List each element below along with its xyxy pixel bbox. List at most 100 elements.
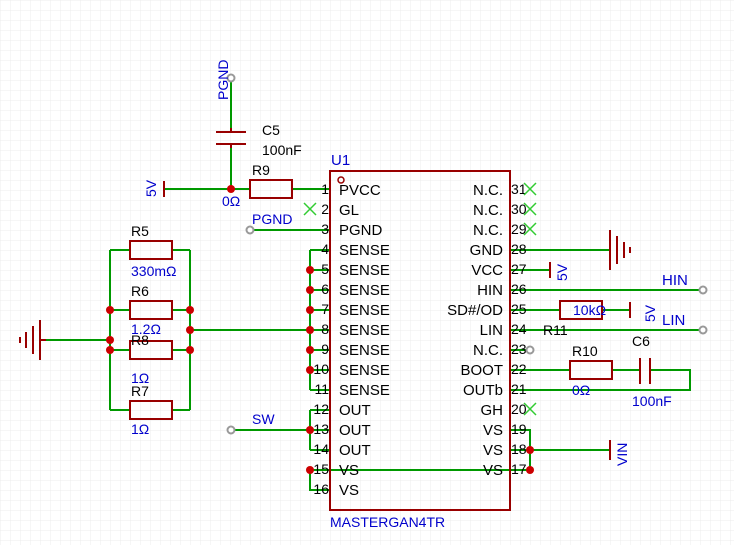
power-flag-5v-vcc: 5V <box>549 262 570 281</box>
power-flag-vin: VIN <box>609 440 630 466</box>
pin-number-left: 13 <box>313 421 329 437</box>
nc-mark-pin20 <box>523 402 537 416</box>
pin-name-left: SENSE <box>339 282 390 299</box>
chip-body <box>329 170 511 511</box>
pin-number-left: 1 <box>321 181 329 197</box>
r8-ref: R8 <box>131 332 149 348</box>
5v-vcc-label: 5V <box>554 263 570 281</box>
hin-net-label: HIN <box>662 272 688 289</box>
capacitor-c5[interactable]: C5 100nF <box>216 122 302 158</box>
pin-number-left: 15 <box>313 461 329 477</box>
resistor-r7[interactable]: R7 1Ω <box>129 383 173 437</box>
pin-number-left: 3 <box>321 221 329 237</box>
sw-net-label: SW <box>252 411 275 427</box>
pin-name-right: BOOT <box>460 362 503 379</box>
pin-number-left: 6 <box>321 281 329 297</box>
pin-name-left: OUT <box>339 402 371 419</box>
resistor-r6[interactable]: R6 1.2Ω <box>129 283 173 337</box>
pin-name-right: N.C. <box>473 182 503 199</box>
r10-ref: R10 <box>572 343 598 359</box>
pin-number-right: 27 <box>511 261 527 277</box>
r10-value: 0Ω <box>572 382 590 398</box>
pgnd-top-label: PGND <box>215 60 231 100</box>
c5-ref: C5 <box>262 122 280 138</box>
r5-value: 330mΩ <box>131 263 177 279</box>
chip-designator: U1 <box>331 152 350 169</box>
resistor-r9[interactable]: R9 0Ω <box>222 162 293 209</box>
pin1-indicator <box>337 176 345 184</box>
pin-number-right: 29 <box>511 221 527 237</box>
pin-number-left: 11 <box>314 381 329 397</box>
r9-ref: R9 <box>252 162 270 178</box>
pin-name-left: SENSE <box>339 362 390 379</box>
pin-number-right: 25 <box>511 301 527 317</box>
pin-name-left: OUT <box>339 422 371 439</box>
pin-number-left: 14 <box>313 441 329 457</box>
pin-number-right: 30 <box>511 201 527 217</box>
pin-name-left: SENSE <box>339 342 390 359</box>
chip-part-name: MASTERGAN4TR <box>330 514 445 530</box>
pin-name-left: SENSE <box>339 322 390 339</box>
pin-number-right: 28 <box>511 241 527 257</box>
pin-number-left: 9 <box>321 341 329 357</box>
nc-mark-pin2 <box>303 202 317 216</box>
vin-label: VIN <box>614 443 630 466</box>
pin-name-right: GND <box>470 242 504 259</box>
pin-name-right: SD#/OD <box>447 302 503 319</box>
pin-name-right: N.C. <box>473 222 503 239</box>
r5-ref: R5 <box>131 223 149 239</box>
r11-value: 10kΩ <box>573 302 606 318</box>
pin-number-left: 8 <box>321 321 329 337</box>
pin-number-right: 26 <box>511 281 527 297</box>
r8-value: 1Ω <box>131 370 149 386</box>
pin-number-left: 2 <box>321 201 329 217</box>
pin-name-right: N.C. <box>473 202 503 219</box>
pin-number-left: 10 <box>313 361 329 377</box>
ground-left-symbol <box>19 320 46 360</box>
pin-name-left: VS <box>339 462 359 479</box>
pin-number-right: 24 <box>511 321 527 337</box>
r7-ref: R7 <box>131 383 149 399</box>
pin-number-left: 16 <box>313 481 329 497</box>
pin-number-right: 31 <box>511 181 527 197</box>
pin-number-left: 5 <box>321 261 329 277</box>
lin-net-label: LIN <box>662 312 685 329</box>
5v-sd-label: 5V <box>642 304 658 322</box>
c5-value: 100nF <box>262 142 302 158</box>
pin-number-right: 22 <box>511 361 527 377</box>
nc-mark-pin31 <box>523 182 537 196</box>
nc-mark-pin29 <box>523 222 537 236</box>
resistor-r8[interactable]: R8 1Ω <box>129 332 173 386</box>
pin-number-right: 20 <box>511 401 527 417</box>
pin-name-left: SENSE <box>339 242 390 259</box>
pin-name-right: VS <box>483 442 503 459</box>
right-pin-list: 31N.C.30N.C.29N.C.28GND27VCC26HIN25SD#/O… <box>447 181 527 479</box>
resistor-r10[interactable]: R10 0Ω <box>569 343 613 398</box>
pin-name-left: SENSE <box>339 262 390 279</box>
pin-name-right: N.C. <box>473 342 503 359</box>
r9-value: 0Ω <box>222 193 240 209</box>
pin-name-right: VS <box>483 462 503 479</box>
pin-name-left: PGND <box>339 222 383 239</box>
pgnd-pin-label: PGND <box>252 211 292 227</box>
pin-number-right: 18 <box>511 441 527 457</box>
pin-name-right: LIN <box>480 322 503 339</box>
pin-number-left: 12 <box>313 401 329 417</box>
pin-name-right: VS <box>483 422 503 439</box>
capacitor-c6[interactable]: C6 100nF <box>632 333 672 409</box>
pin-name-left: VS <box>339 482 359 499</box>
net-endpoints <box>226 73 708 435</box>
pin-number-right: 17 <box>511 461 527 477</box>
junctions <box>106 185 534 474</box>
c6-ref: C6 <box>632 333 650 349</box>
resistor-r5[interactable]: R5 330mΩ <box>129 223 177 279</box>
pin-number-right: 23 <box>511 341 527 357</box>
pin-name-left: OUT <box>339 442 371 459</box>
r6-value: 1.2Ω <box>131 321 161 337</box>
pin-name-left: PVCC <box>339 182 381 199</box>
pin-name-left: GL <box>339 202 359 219</box>
resistor-r11[interactable]: 10kΩ R11 <box>543 300 606 338</box>
